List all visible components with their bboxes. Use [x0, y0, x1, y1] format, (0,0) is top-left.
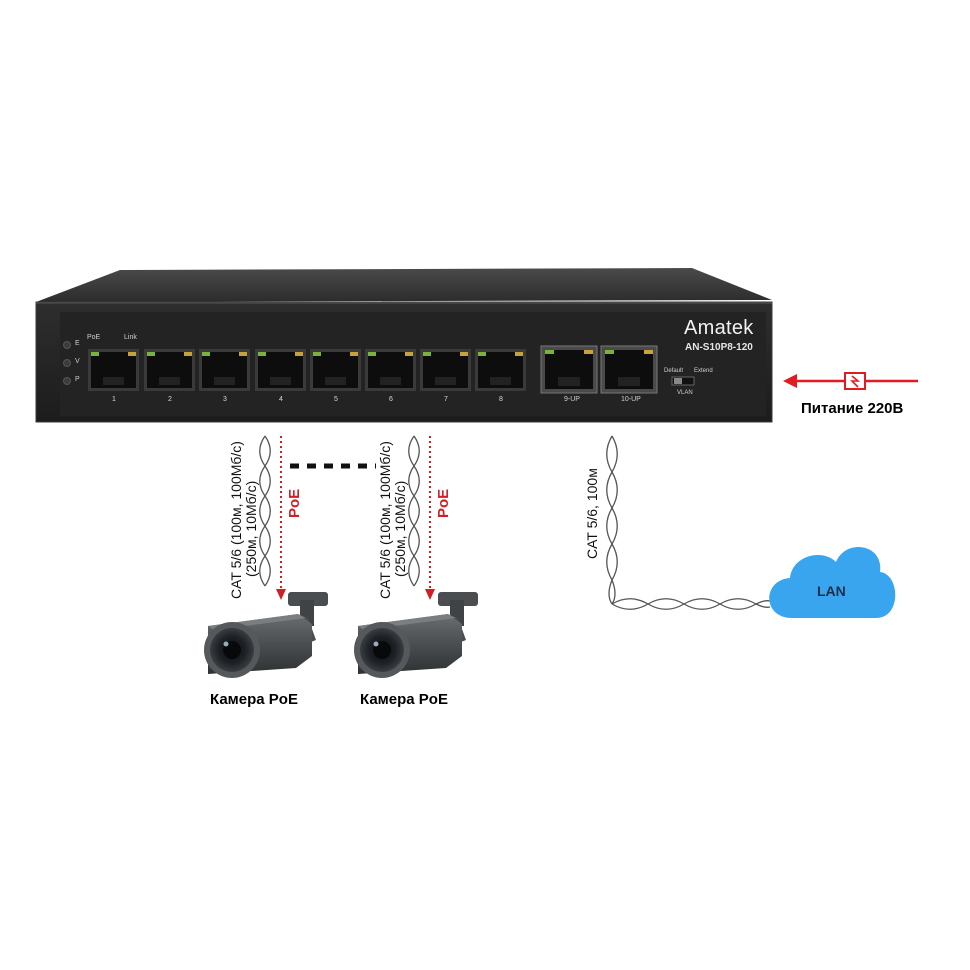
- power-label: Питание 220В: [801, 400, 904, 417]
- model-number: AN-S10P8-120: [685, 342, 753, 353]
- cable-spec-line2: (250м, 10Мб/с): [243, 480, 259, 577]
- mode-switch: [671, 376, 695, 386]
- poe-ports: [88, 349, 526, 391]
- cable-spec-line1: CAT 5/6 (100м, 100Мб/с): [228, 441, 244, 599]
- cable-spec-line2: (250м, 10Мб/с): [392, 480, 408, 577]
- port-number-8: 8: [499, 396, 503, 403]
- port-number-2: 2: [168, 396, 172, 403]
- power-input: [783, 372, 918, 390]
- cable-spec-line1: CAT 5/6 (100м, 100Мб/с): [377, 441, 393, 599]
- power-arrow-head: [783, 374, 797, 388]
- ethernet-port-5: [310, 349, 361, 391]
- camera-cable-1-label: CAT 5/6 (100м, 100Мб/с) (250м, 10Мб/с): [228, 441, 259, 599]
- lan-cable: [606, 435, 771, 610]
- ethernet-port-6: [365, 349, 416, 391]
- poe-arrow-2: [425, 436, 435, 600]
- brand-logo: Amatek: [684, 317, 754, 339]
- led-p: [63, 377, 71, 385]
- uplink-port-9: [540, 345, 598, 394]
- port-number-6: 6: [389, 396, 393, 403]
- link-led-label: Link: [124, 334, 137, 341]
- led-label-v: V: [75, 358, 80, 365]
- uplink-port-10: [600, 345, 658, 394]
- lan-cloud-icon: [769, 547, 896, 618]
- switch-top-surface: [36, 268, 772, 302]
- status-leds: [63, 341, 71, 385]
- poe-led-label: PoE: [87, 334, 101, 341]
- uplink-label-9: 9-UP: [564, 396, 580, 403]
- ethernet-port-1: [88, 349, 139, 391]
- camera-1-label: Камера PoE: [210, 691, 298, 708]
- ethernet-port-7: [420, 349, 471, 391]
- lan-cloud-label: LAN: [817, 583, 846, 599]
- camera-cable-1: [259, 435, 271, 587]
- lan-cable-label: CAT 5/6, 100м: [584, 468, 600, 559]
- switch-label-default: Default: [664, 368, 684, 374]
- camera-1: [204, 592, 328, 678]
- port-number-5: 5: [334, 396, 338, 403]
- uplink-ports: [540, 345, 658, 394]
- ethernet-port-8: [475, 349, 526, 391]
- led-e: [63, 341, 71, 349]
- camera-2-label: Камера PoE: [360, 691, 448, 708]
- port-number-1: 1: [112, 396, 116, 403]
- led-label-e: E: [75, 340, 80, 347]
- ethernet-port-3: [199, 349, 250, 391]
- camera-cable-2: [408, 435, 420, 587]
- poe-label-2: PoE: [435, 488, 452, 518]
- port-number-4: 4: [279, 396, 283, 403]
- poe-label-1: PoE: [286, 488, 303, 518]
- switch-label-extend: Extend: [694, 368, 713, 374]
- uplink-label-10: 10-UP: [621, 396, 641, 403]
- camera-2: [354, 592, 478, 678]
- led-v: [63, 359, 71, 367]
- ethernet-port-4: [255, 349, 306, 391]
- led-label-p: P: [75, 376, 80, 383]
- camera-cable-2-label: CAT 5/6 (100м, 100Мб/с) (250м, 10Мб/с): [377, 441, 408, 599]
- switch-device: [35, 268, 773, 423]
- switch-label-vlan: VLAN: [677, 390, 693, 396]
- poe-arrow-1: [276, 436, 286, 600]
- port-number-3: 3: [223, 396, 227, 403]
- ethernet-port-2: [144, 349, 195, 391]
- port-number-7: 7: [444, 396, 448, 403]
